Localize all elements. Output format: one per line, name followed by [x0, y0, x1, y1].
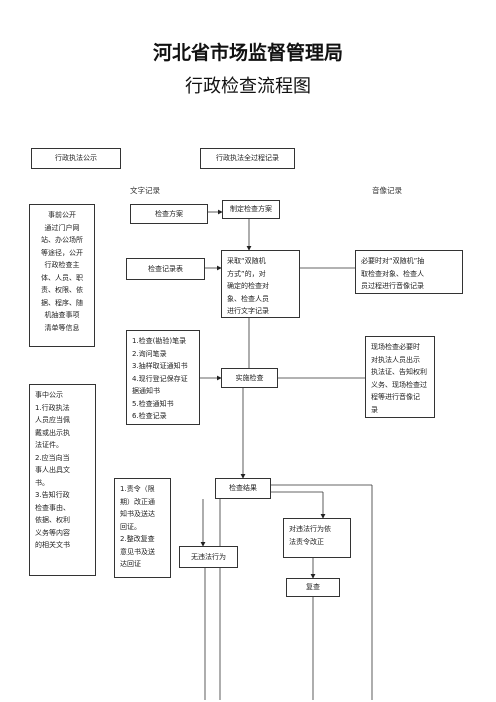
box-result: 检查结果: [215, 478, 271, 499]
page-subtitle: 行政检查流程图: [185, 76, 311, 97]
box-order-correction: 1.责令（限 期）改正通 知书及送达 回证。 2.整改复查 意见书及送 达回证: [114, 478, 171, 578]
box-violation-correction: 对违法行为依 法责令改正: [283, 518, 351, 558]
box-documents: 1.检查(勘验)笔录 2.询问笔录 3.抽样取证通知书 4.现行登记保存证 据通…: [126, 330, 200, 425]
label-video-record: 音像记录: [372, 186, 402, 195]
box-top-center: 行政执法全过程记录: [200, 148, 295, 169]
box-random-video: 必要时对“双随机”抽 取检查对象、检查人 员过程进行音像记录: [355, 250, 463, 294]
label-text-record: 文字记录: [130, 186, 160, 195]
box-make-plan: 制定检查方案: [222, 200, 280, 219]
box-record-table: 检查记录表: [126, 258, 205, 280]
box-plan: 检查方案: [130, 204, 208, 224]
box-random-selection: 采取“双随机 方式”的，对 确定的检查对 象、检查人员 进行文字记录: [221, 250, 300, 318]
box-no-violation: 无违法行为: [179, 546, 238, 568]
box-implement: 实施检查: [221, 368, 278, 388]
box-review: 复查: [286, 578, 340, 597]
page-title: 河北省市场监督管理局: [152, 42, 343, 64]
box-prior-public: 事前公开 通过门户网 站、办公场所 等途径，公开 行政检查主 体、人员、职 责、…: [29, 204, 95, 347]
box-top-left: 行政执法公示: [31, 148, 121, 169]
box-during-public: 事中公示 1.行政执法 人员应当佩 戴或出示执 法证件。 2.应当向当 事人出具…: [29, 384, 96, 576]
box-onsite-video: 现场检查必要时 对执法人员出示 执法证、告知权利 义务、现场检查过 程等进行音像…: [365, 336, 435, 418]
